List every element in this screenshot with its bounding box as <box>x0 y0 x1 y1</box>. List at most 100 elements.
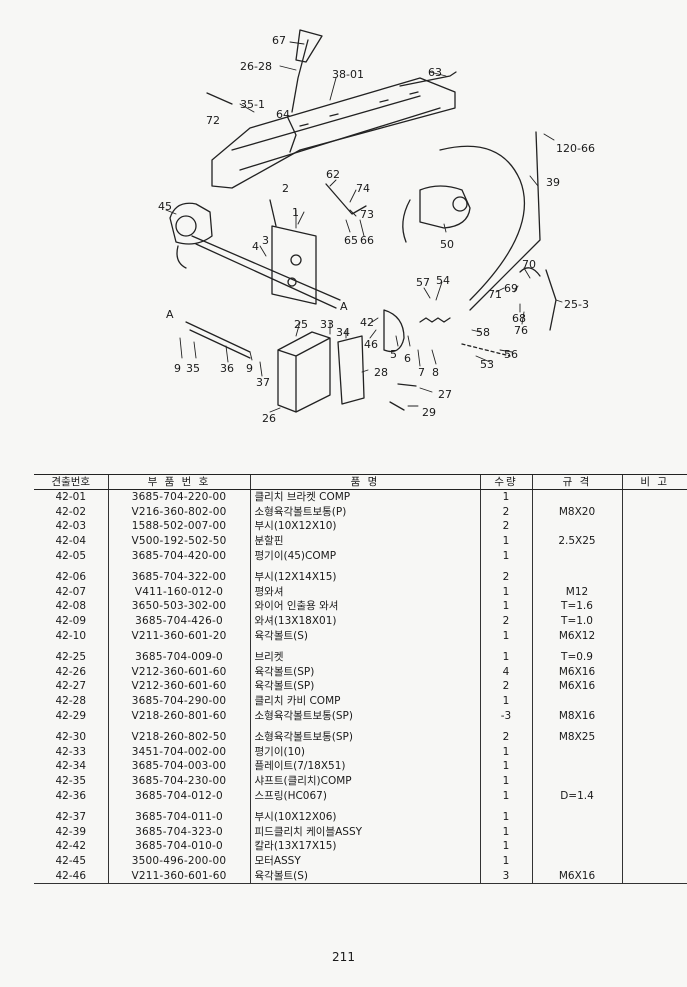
callout-label: A <box>340 300 348 313</box>
part-name-cell: 평기이(10) <box>249 744 480 760</box>
callout-label: 63 <box>428 66 442 79</box>
part-name-cell: 부시(10X12X10) <box>249 519 480 534</box>
spec-cell <box>531 773 622 789</box>
header-part-number: 부 품 번 호 <box>107 474 250 490</box>
part-name-cell: 칼라(13X17X15) <box>249 839 480 854</box>
spec-cell: 2.5X25 <box>531 533 622 549</box>
quantity-cell: 1 <box>479 824 532 840</box>
header-quantity: 수량 <box>479 474 532 490</box>
index-no-cell: 42-09 <box>55 615 86 628</box>
callout-label: 8 <box>432 366 439 379</box>
part-number-cell: V216-360-802-00 <box>107 504 250 520</box>
callout-label: 70 <box>522 258 536 271</box>
spec-cell <box>531 759 622 774</box>
spec-cell: M8X25 <box>531 729 622 745</box>
quantity-cell: 1 <box>479 599 532 614</box>
spacer-cell <box>107 642 250 650</box>
callout-label: 37 <box>256 376 270 389</box>
index-no-cell: 42-29 <box>55 709 86 722</box>
spacer-cell <box>249 562 480 570</box>
callout-label: 9 <box>174 362 181 375</box>
shaft-35 <box>191 235 341 309</box>
index-no-cell: 42-26 <box>55 665 86 678</box>
leader-lines <box>165 41 563 413</box>
spec-cell <box>531 853 622 869</box>
clutch-5 <box>383 309 405 353</box>
part-number-cell: 3685-704-010-0 <box>107 839 250 854</box>
remarks-cell <box>621 693 687 709</box>
index-no-cell: 42-37 <box>55 811 86 824</box>
quantity-cell: 1 <box>479 584 532 600</box>
motor-45-wire <box>176 245 187 269</box>
part-number-cell: V218-260-802-50 <box>107 729 250 745</box>
part-number-cell: V211-360-601-20 <box>107 628 250 643</box>
callout-label: 73 <box>360 208 374 221</box>
callout-label: 46 <box>364 338 378 351</box>
callout-label: A <box>166 308 174 321</box>
quantity-cell: 1 <box>479 809 532 825</box>
spec-cell: D=1.4 <box>531 788 622 803</box>
lever-67 <box>291 29 323 113</box>
index-no-cell: 42-34 <box>55 760 86 773</box>
part-name-cell: 샤프트(클리치)COMP <box>249 773 480 789</box>
callout-label: 50 <box>440 238 454 251</box>
quantity-cell: 1 <box>479 649 532 665</box>
quantity-cell: 2 <box>479 569 532 585</box>
part-number-cell: 3685-704-009-0 <box>107 649 250 665</box>
motor-50 <box>419 185 471 229</box>
callout-label: 7 <box>418 366 425 379</box>
spec-cell <box>531 744 622 760</box>
spec-cell: M6X16 <box>531 664 622 680</box>
part-number-cell: 3685-704-290-00 <box>107 693 250 709</box>
part-name-cell: 평기이(45)COMP <box>249 548 480 563</box>
quantity-cell: 2 <box>479 519 532 534</box>
remarks-cell <box>621 729 687 745</box>
frame-rail-holes <box>299 91 419 127</box>
part-number-cell: 3685-704-322-00 <box>107 569 250 585</box>
callout-label: 29 <box>422 406 436 419</box>
remarks-cell <box>621 584 687 600</box>
part-number-cell: 3685-704-420-00 <box>107 548 250 563</box>
callout-label: 35 <box>186 362 200 375</box>
part-name-cell: 평와셔 <box>249 584 480 600</box>
spec-cell <box>531 489 622 505</box>
callout-label: 26-28 <box>240 60 272 73</box>
index-no-cell: 42-07 <box>55 585 86 598</box>
spacer-cell <box>531 802 622 810</box>
index-no-cell: 42-45 <box>55 854 86 867</box>
callout-label: 26 <box>262 412 276 425</box>
part-name-cell: 플레이트(7/18X51) <box>249 759 480 774</box>
callout-label: 6 <box>404 352 411 365</box>
callout-label: 62 <box>326 168 340 181</box>
index-no-cell: 42-42 <box>55 840 86 853</box>
callout-label: 9 <box>246 362 253 375</box>
spec-cell <box>531 693 622 709</box>
group-spacer-row <box>34 642 687 650</box>
callout-label: 72 <box>206 114 220 127</box>
spacer-cell <box>531 642 622 650</box>
part-number-cell: 3685-704-426-0 <box>107 613 250 629</box>
spacer-cell <box>621 722 687 730</box>
spacer-cell <box>107 722 250 730</box>
exploded-parts-diagram: 67 26-28 38-01 63 35-1 72 64 120-66 39 4… <box>158 29 595 425</box>
callout-label: 57 <box>416 276 430 289</box>
index-no-cell: 42-33 <box>55 745 86 758</box>
index-no-cell: 42-01 <box>55 491 86 504</box>
bracket-1 <box>269 199 317 305</box>
header-index-no: 견출번호 <box>34 474 108 490</box>
quantity-cell: 1 <box>479 693 532 709</box>
part-number-cell: V411-160-012-0 <box>107 584 250 600</box>
spacer-cell <box>479 642 532 650</box>
spec-cell: T=0.9 <box>531 649 622 665</box>
